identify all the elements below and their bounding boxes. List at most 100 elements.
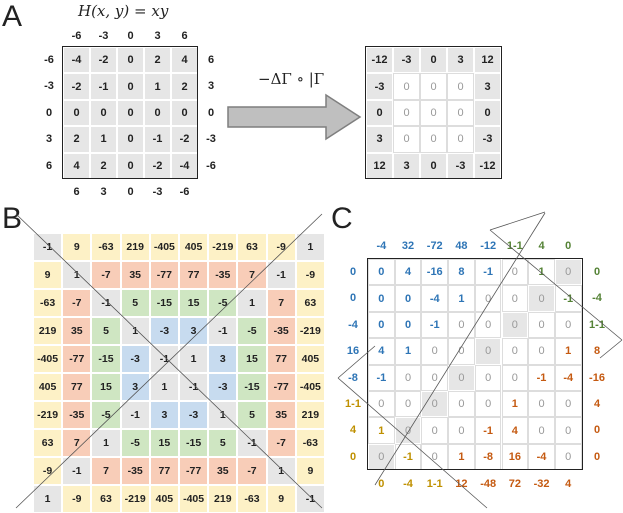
matrix-cell: -219: [120, 485, 150, 513]
matrix-cell: 0: [90, 99, 117, 127]
matrix-cell: -4: [554, 364, 582, 391]
col-label-bottom: -48: [480, 478, 497, 490]
result-cell: 0: [420, 73, 447, 100]
matrix-cell: 0: [368, 311, 395, 339]
matrix-cell: -77: [149, 261, 179, 289]
matrix-cell: 9: [295, 457, 325, 485]
result-cell: 0: [447, 99, 474, 127]
matrix-cell: -1: [91, 289, 121, 317]
col-label-bottom: 4: [565, 478, 572, 490]
matrix-cell: -219: [33, 401, 63, 429]
matrix-cell: -2: [144, 152, 171, 179]
arrow-icon: [227, 93, 362, 141]
matrix-cell: 1: [144, 73, 171, 100]
matrix-cell: 0: [421, 417, 449, 444]
matrix-cell: 77: [179, 261, 209, 289]
matrix-cell: -77: [179, 457, 209, 485]
matrix-cell: 0: [63, 99, 90, 127]
col-label-top: -3: [98, 30, 109, 42]
matrix-cell: -63: [295, 429, 325, 457]
result-cell: 0: [366, 99, 393, 127]
result-cell: 0: [420, 152, 447, 179]
matrix-cell: 1: [266, 457, 296, 485]
matrix-cell: -9: [33, 457, 63, 485]
matrix-cell: 0: [448, 391, 475, 418]
matrix-cell: 1: [149, 373, 179, 401]
matrix-cell: -1: [120, 401, 150, 429]
row-label-right: 0: [207, 106, 215, 119]
matrix-cell: 405: [179, 233, 209, 261]
matrix-cell: -1: [474, 417, 502, 444]
matrix-cell: 1: [90, 126, 117, 153]
result-cell: 3: [366, 126, 393, 153]
matrix-cell: -63: [91, 233, 121, 261]
matrix-cell: -1: [149, 345, 179, 373]
matrix-cell: -15: [179, 429, 209, 457]
matrix-cell: -1: [421, 311, 449, 339]
matrix-cell: -1: [554, 285, 582, 312]
row-label-left: 0: [45, 106, 53, 119]
result-matrix-frame: [365, 46, 502, 179]
matrix-cell: 7: [266, 289, 296, 317]
matrix-cell: 405: [295, 345, 325, 373]
matrix-cell: 1: [554, 338, 582, 365]
diagonal-line-c-lower: [337, 377, 488, 509]
matrix-cell: -1: [474, 259, 502, 286]
matrix-cell: -63: [237, 485, 267, 513]
panel-label-c: C: [331, 202, 353, 235]
matrix-cell: -219: [208, 233, 238, 261]
matrix-cell: 4: [394, 259, 422, 286]
matrix-cell: 0: [528, 391, 555, 418]
matrix-cell: 1: [448, 285, 475, 312]
matrix-cell: -15: [237, 373, 267, 401]
col-label-bottom: -32: [533, 478, 550, 490]
matrix-cell: 5: [208, 429, 238, 457]
matrix-cell: -5: [208, 289, 238, 317]
matrix-cell: -1: [179, 373, 209, 401]
result-cell: 0: [393, 126, 420, 153]
row-label-left: 3: [45, 133, 53, 146]
matrix-cell: 0: [501, 259, 529, 286]
matrix-cell: 1: [91, 429, 121, 457]
row-label-right: 0: [593, 450, 601, 463]
matrix-cell: 2: [63, 126, 90, 153]
matrix-cell: -3: [179, 401, 209, 429]
matrix-cell: 3: [120, 373, 150, 401]
formula-label: H(x, y) = xy: [78, 2, 169, 20]
matrix-cell: 3: [179, 317, 209, 345]
result-cell: 0: [447, 126, 474, 153]
matrix-cell: 7: [91, 457, 121, 485]
matrix-cell: 4: [368, 338, 395, 365]
result-cell: 0: [447, 73, 474, 100]
row-label-left: 0: [349, 450, 357, 463]
matrix-cell: 219: [208, 485, 238, 513]
col-label-top: 0: [127, 30, 134, 42]
matrix-cell: 5: [120, 289, 150, 317]
operator-text: −ΔΓ ∘ |Γ: [258, 70, 325, 88]
matrix-cell: 77: [149, 457, 179, 485]
matrix-cell: 5: [91, 317, 121, 345]
col-label-top: 6: [181, 30, 188, 42]
matrix-cell: 4: [501, 417, 529, 444]
result-cell: -3: [474, 126, 501, 153]
col-label-bottom: -4: [403, 478, 413, 490]
matrix-cell: 0: [501, 338, 529, 365]
matrix-cell: 2: [144, 47, 171, 74]
col-label-top: -72: [426, 240, 443, 252]
matrix-cell: -77: [266, 373, 296, 401]
matrix-cell: 4: [171, 47, 198, 74]
col-label-bottom: 6: [73, 186, 80, 198]
matrix-cell: 3: [208, 345, 238, 373]
matrix-cell: 0: [448, 364, 475, 391]
matrix-cell: 63: [91, 485, 121, 513]
matrix-cell: 0: [144, 99, 171, 127]
row-label-right: 6: [207, 54, 215, 66]
row-label-right: -4: [592, 292, 602, 305]
matrix-cell: -7: [91, 261, 121, 289]
matrix-cell: -4: [528, 443, 555, 471]
result-cell: 3: [447, 47, 474, 74]
matrix-cell: -3: [149, 317, 179, 345]
matrix-cell: 0: [368, 259, 395, 286]
matrix-cell: 1: [62, 261, 92, 289]
